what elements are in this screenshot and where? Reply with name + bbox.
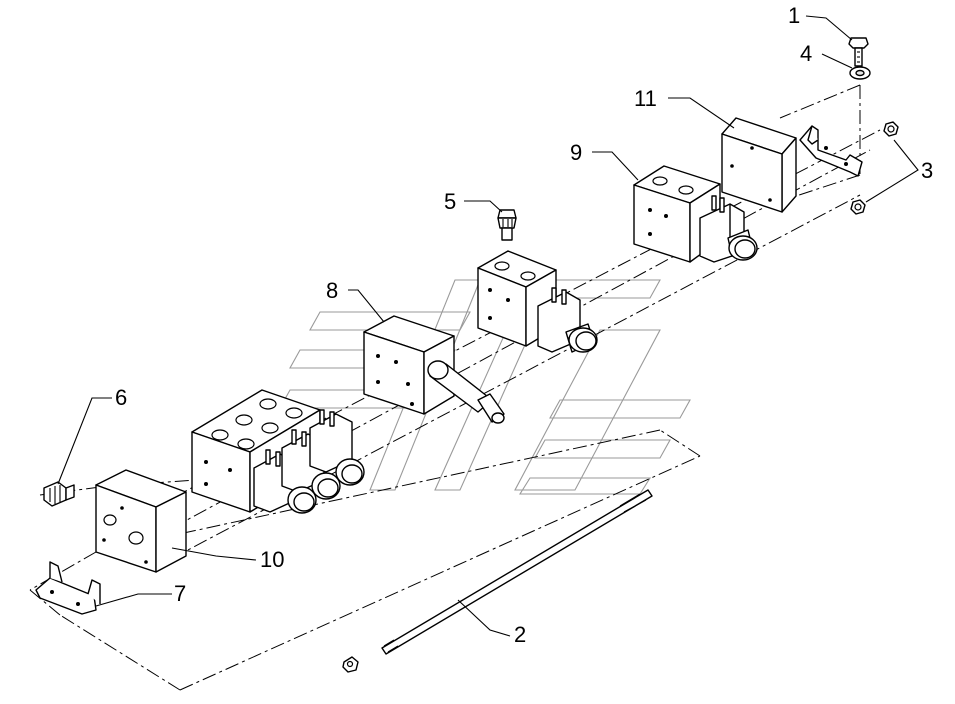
callout-10: 10 [260, 547, 284, 572]
part-4-washer [849, 66, 871, 80]
callout-9: 9 [570, 140, 582, 165]
leader-lines [57, 15, 919, 637]
part-8-block-shaft [363, 315, 505, 424]
callout-3: 3 [921, 158, 933, 183]
part-5-fitting [497, 209, 517, 241]
part-10-cover-block [95, 469, 187, 573]
callout-7: 7 [174, 581, 186, 606]
callout-11: 11 [634, 86, 657, 111]
callout-1: 1 [788, 3, 800, 28]
part-1-bolt [848, 37, 869, 67]
part-7-bracket [35, 561, 101, 615]
callout-5: 5 [444, 189, 456, 214]
callout-labels: 1 4 3 11 9 5 8 6 10 7 2 [115, 3, 933, 647]
part-3-nut-lower [850, 199, 866, 215]
callout-4: 4 [800, 41, 812, 66]
part-11-end-plate [721, 117, 797, 213]
valve-body-middle [477, 250, 598, 353]
callout-8: 8 [326, 278, 338, 303]
callout-6: 6 [115, 385, 127, 410]
triple-valve-stack [191, 389, 365, 514]
part-2-threaded-rod [342, 489, 653, 673]
part-3-nut-upper [883, 121, 899, 137]
bracket-upper [799, 125, 863, 177]
part-6-plug [43, 481, 75, 507]
part-9-valve-solenoid [633, 165, 758, 263]
callout-2: 2 [514, 622, 526, 647]
